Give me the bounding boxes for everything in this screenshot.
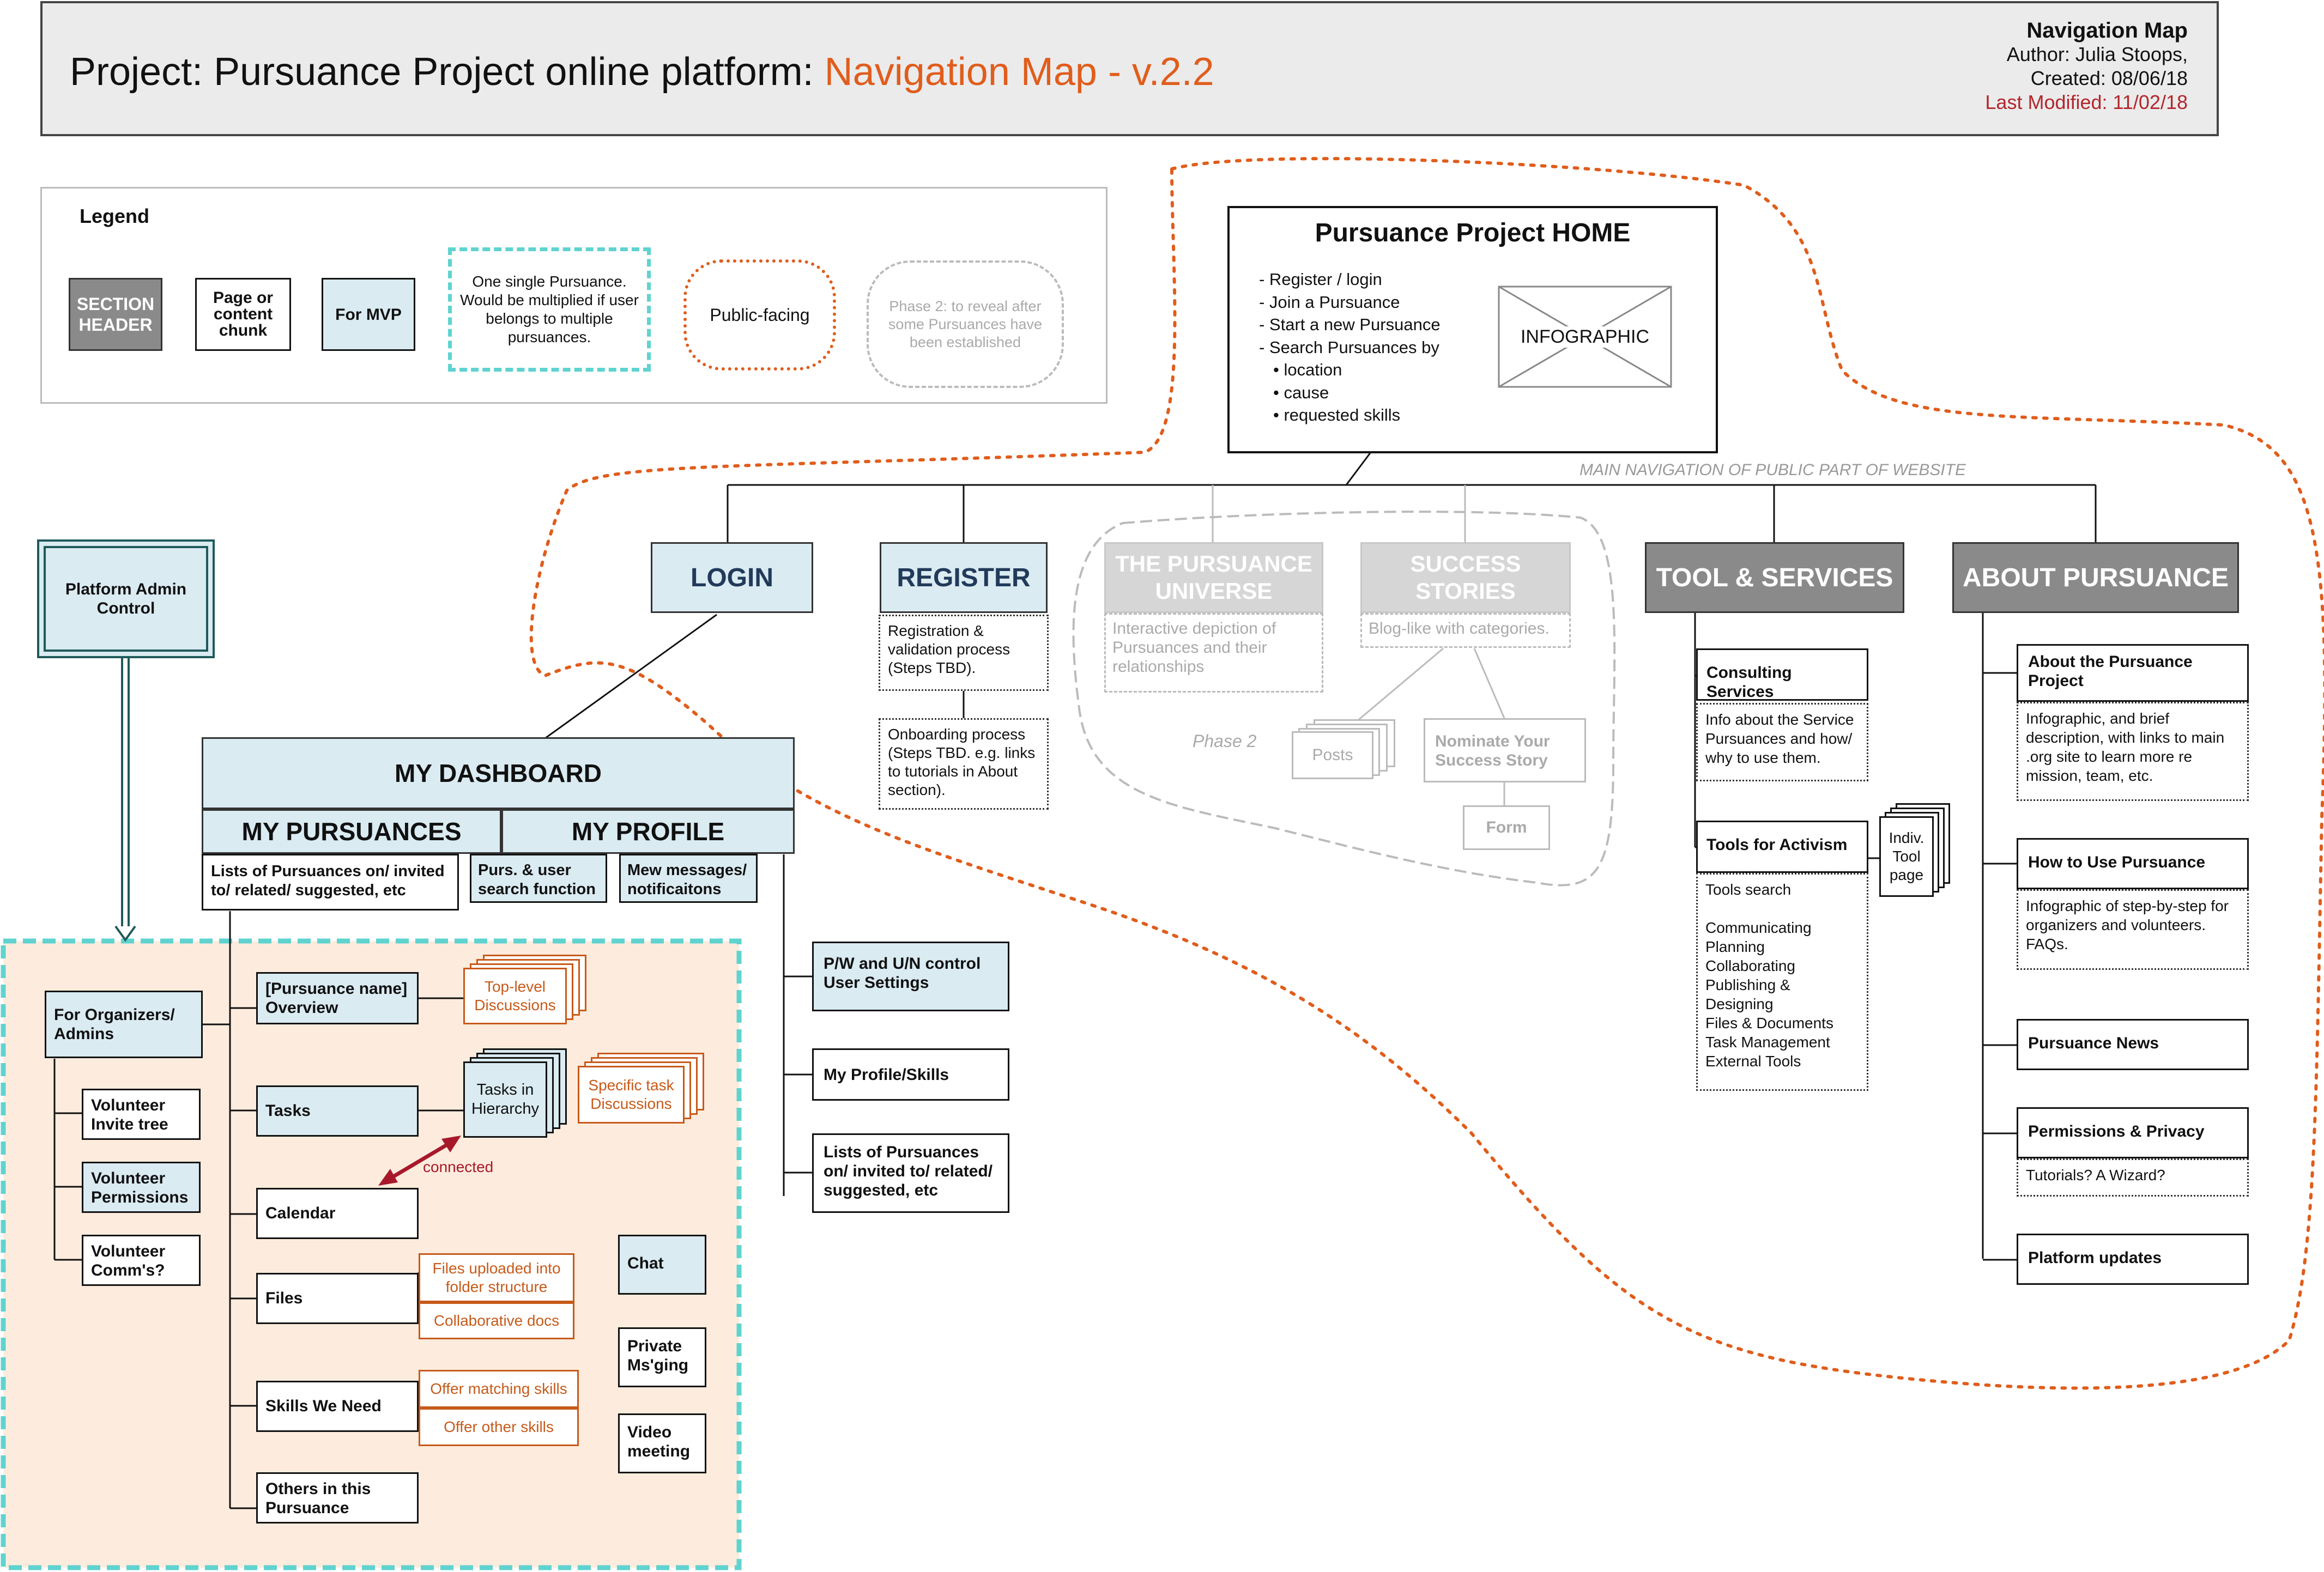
onboarding-item[interactable]: Onboarding process (Steps TBD. e.g. link… (879, 718, 1049, 810)
posts-label: Posts (1292, 731, 1373, 779)
nominate-box[interactable]: Nominate Your Success Story (1424, 718, 1586, 782)
section-login[interactable]: LOGIN (651, 542, 813, 613)
files-item[interactable]: Files (256, 1273, 419, 1324)
admin-box[interactable]: Platform Admin Control (37, 539, 215, 658)
meta-created: Created: 08/06/18 (2030, 67, 2188, 89)
top-level-discussions: Top-level Discussions (463, 968, 567, 1024)
my-profile[interactable]: MY PROFILE (501, 809, 795, 854)
specific-discussions: Specific task Discussions (578, 1066, 685, 1124)
header-meta: Navigation Map Author: Julia Stoops, Cre… (1985, 19, 2188, 114)
how-to-use[interactable]: How to Use Pursuance (2017, 838, 2249, 889)
collaborative-docs[interactable]: Collaborative docs (419, 1302, 574, 1339)
admin-label: Platform Admin Control (44, 546, 208, 652)
pursuance-news[interactable]: Pursuance News (2017, 1019, 2249, 1070)
volunteer-permissions[interactable]: Volunteer Permissions (82, 1162, 201, 1213)
home-item: - Search Pursuances by (1259, 337, 1439, 357)
calendar-item[interactable]: Calendar (256, 1188, 419, 1239)
pw-settings[interactable]: P/W and U/N control User Settings (812, 942, 1009, 1011)
page-title: Project: Pursuance Project online platfo… (70, 50, 1214, 94)
tasks-hierarchy: Tasks in Hierarchy (463, 1061, 547, 1138)
tools-for-activism[interactable]: Tools for Activism (1696, 821, 1868, 873)
home-items: - Register / login - Join a Pursuance - … (1259, 268, 1441, 427)
platform-updates[interactable]: Platform updates (2017, 1234, 2249, 1285)
meta-modified: Last Modified: 11/02/18 (1985, 91, 2188, 113)
legend-for-mvp: For MVP (322, 278, 415, 351)
home-item: - Join a Pursuance (1259, 292, 1400, 312)
meta-title: Navigation Map (2026, 19, 2188, 43)
how-to-use-desc: Infographic of step-by-step for organize… (2017, 889, 2249, 970)
home-item: • location (1273, 360, 1342, 379)
files-uploaded[interactable]: Files uploaded into folder structure (419, 1253, 574, 1302)
private-messaging[interactable]: Private Ms'ging (618, 1327, 706, 1387)
consulting-desc: Info about the Service Pursuances and ho… (1696, 703, 1868, 781)
legend-section-header: SECTION HEADER (69, 278, 162, 351)
home-item: • requested skills (1273, 405, 1401, 424)
section-universe[interactable]: THE PURSUANCE UNIVERSE (1104, 542, 1323, 613)
skills-need[interactable]: Skills We Need (256, 1381, 419, 1432)
phase2-label: Phase 2 (1193, 731, 1257, 751)
phase2-region (1072, 511, 1616, 887)
success-desc: Blog-like with categories. (1360, 613, 1571, 648)
legend-page-chunk: Page or content chunk (195, 278, 291, 351)
tasks-item[interactable]: Tasks (256, 1085, 419, 1137)
offer-other[interactable]: Offer other skills (419, 1408, 579, 1446)
video-meeting[interactable]: Video meeting (618, 1413, 706, 1473)
posts-stack[interactable]: Posts (1292, 719, 1395, 779)
home-item: - Register / login (1259, 270, 1382, 289)
profile-skills[interactable]: My Profile/Skills (812, 1048, 1009, 1101)
connected-label: connected (423, 1158, 494, 1175)
messages-notifications[interactable]: Mew messages/ notificaitons (619, 854, 758, 903)
legend-title: Legend (80, 205, 150, 227)
section-about[interactable]: ABOUT PURSUANCE (1952, 542, 2239, 613)
permissions-desc: Tutorials? A Wizard? (2017, 1158, 2249, 1197)
offer-matching[interactable]: Offer matching skills (419, 1370, 579, 1408)
others-item[interactable]: Others in this Pursuance (256, 1472, 419, 1524)
volunteer-invite[interactable]: Volunteer Invite tree (82, 1089, 201, 1140)
section-tools[interactable]: TOOL & SERVICES (1645, 542, 1904, 613)
permissions-privacy[interactable]: Permissions & Privacy (2017, 1107, 2249, 1158)
title-highlight: Navigation Map - v.2.2 (824, 50, 1214, 94)
specific-stack[interactable]: Specific task Discussions (578, 1053, 719, 1134)
form-box[interactable]: Form (1463, 805, 1550, 850)
hierarchy-stack[interactable]: Tasks in Hierarchy (463, 1048, 572, 1141)
title-prefix: Project: Pursuance Project online platfo… (70, 50, 825, 94)
legend-phase2: Phase 2: to reveal after some Pursuances… (867, 260, 1064, 388)
home-title: Pursuance Project HOME (1315, 218, 1631, 247)
header-bar (40, 1, 2219, 136)
indiv-tool-label: Indiv. Tool page (1879, 816, 1934, 897)
public-facing-region (529, 157, 2324, 1390)
dashboard-title[interactable]: MY DASHBOARD (202, 737, 795, 809)
volunteer-comms[interactable]: Volunteer Comm's? (82, 1235, 201, 1286)
chat-item[interactable]: Chat (618, 1235, 706, 1295)
legend-public-facing: Public-facing (683, 259, 836, 371)
about-project[interactable]: About the Pursuance Project (2017, 644, 2249, 702)
section-success[interactable]: SUCCESS STORIES (1360, 542, 1571, 613)
profile-lists[interactable]: Lists of Pursuances on/ invited to/ rela… (812, 1133, 1009, 1213)
universe-desc: Interactive depiction of Pursuances and … (1104, 613, 1323, 693)
consulting-services[interactable]: Consulting Services (1696, 648, 1868, 701)
search-function[interactable]: Purs. & user search function (470, 854, 607, 903)
top-level-stack[interactable]: Top-level Discussions (463, 955, 594, 1031)
legend-single-pursuance: One single Pursuance. Would be multiplie… (448, 247, 651, 372)
activism-desc: Tools search Communicating Planning Coll… (1696, 873, 1868, 1091)
section-register[interactable]: REGISTER (880, 542, 1048, 613)
infographic-label: INFOGRAPHIC (1498, 286, 1672, 388)
home-item: - Start a new Pursuance (1259, 315, 1441, 334)
pursuance-overview[interactable]: [Pursuance name] Overview (256, 972, 419, 1024)
indiv-tool-stack[interactable]: Indiv. Tool page (1879, 803, 1956, 899)
for-organizers[interactable]: For Organizers/ Admins (45, 991, 203, 1058)
my-pursuances[interactable]: MY PURSUANCES (202, 809, 501, 854)
registration-item[interactable]: Registration & validation process (Steps… (879, 615, 1049, 691)
main-nav-label: MAIN NAVIGATION OF PUBLIC PART OF WEBSIT… (1579, 461, 1966, 479)
about-project-desc: Infographic, and brief description, with… (2017, 702, 2249, 801)
home-item: • cause (1273, 383, 1329, 402)
pursuance-lists[interactable]: Lists of Pursuances on/ invited to/ rela… (202, 854, 459, 911)
meta-author: Author: Julia Stoops, (2006, 43, 2188, 65)
